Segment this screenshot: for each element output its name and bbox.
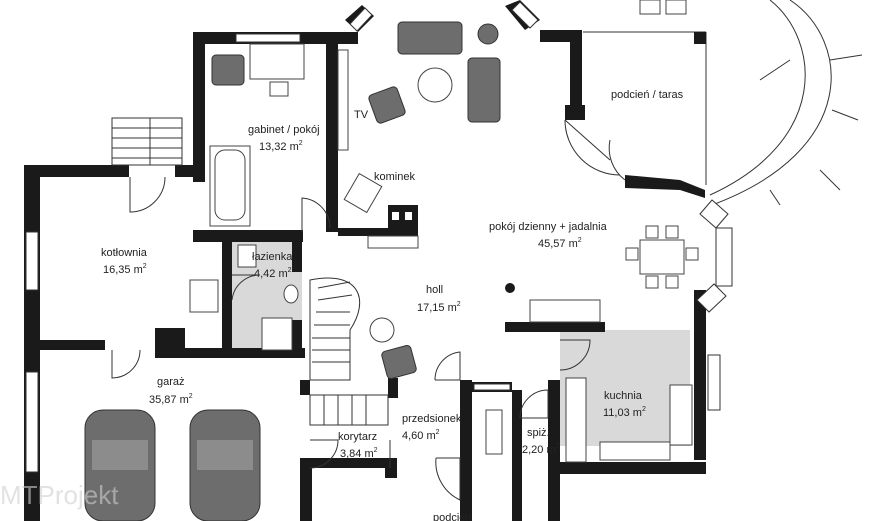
room-area: 2,20 m2 [522, 443, 560, 456]
room-area: 4,60 m2 [402, 429, 440, 442]
room-area: 16,35 m2 [103, 263, 147, 276]
room-area: 13,32 m2 [259, 140, 303, 153]
room-area: 11,03 m2 [603, 406, 646, 419]
room-area: 45,57 m2 [538, 237, 582, 250]
room-name: podcień / taras [611, 89, 684, 101]
room-name: łazienka [252, 251, 293, 263]
watermark: MTProjekt [0, 480, 119, 510]
room-name: holl [426, 284, 443, 296]
terrace-arcs [709, 0, 863, 206]
room-area: 4,42 m2 [254, 267, 292, 280]
room-name: korytarz [338, 431, 377, 443]
room-name: kotłownia [101, 247, 148, 259]
windows [25, 1, 733, 473]
room-name: kuchnia [604, 390, 643, 402]
tv-label: TV [354, 109, 369, 121]
terrace-outline [583, 31, 707, 185]
fireplace-label: kominek [374, 171, 415, 183]
room-area: 35,87 m2 [149, 393, 193, 406]
room-labels: gabinet / pokój 13,32 m2 podcień / taras… [101, 89, 684, 521]
room-area: 3,84 m2 [340, 447, 378, 460]
room-name-partial: podcień [433, 512, 472, 521]
furniture [84, 0, 699, 521]
room-area: 17,15 m2 [417, 301, 461, 314]
room-name: przedsionek [402, 413, 462, 425]
doors [111, 119, 626, 501]
room-name: spiż. [527, 427, 550, 439]
room-name: gabinet / pokój [248, 124, 320, 136]
room-name: garaż [157, 376, 185, 388]
room-name: pokój dzienny + jadalnia [489, 221, 608, 233]
stairs [111, 117, 389, 426]
